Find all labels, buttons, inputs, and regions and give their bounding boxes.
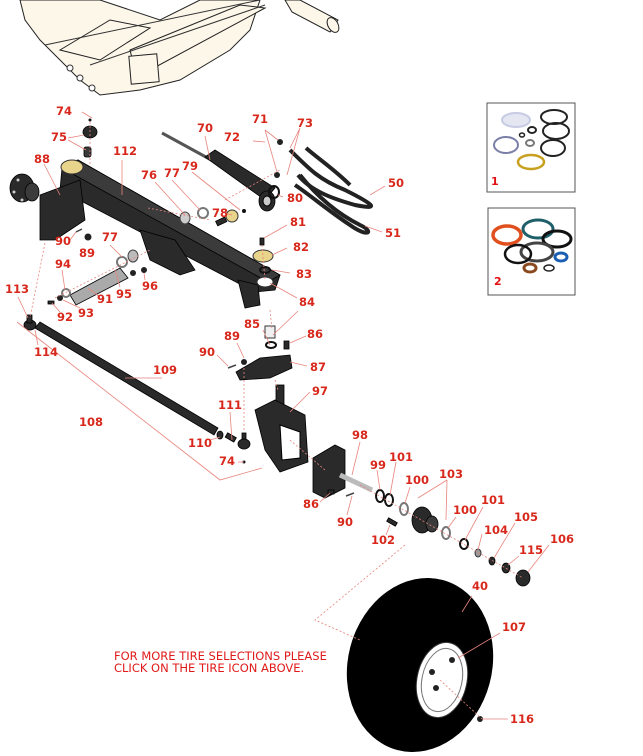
tire[interactable] [328,561,513,756]
callout-97[interactable]: 97 [312,384,328,398]
callout-103[interactable]: 103 [439,467,463,481]
callout-98[interactable]: 98 [352,428,368,442]
tire-note-line-2: CLICK ON THE TIRE ICON ABOVE. [114,661,305,675]
callout-81[interactable]: 81 [290,215,306,229]
callout-104[interactable]: 104 [484,523,508,537]
callout-89-lower[interactable]: 89 [224,329,240,343]
callouts: 74 75 88 112 70 71 72 73 76 77 79 78 80 … [5,104,574,726]
callout-86[interactable]: 86 [307,327,323,341]
callout-115[interactable]: 115 [519,543,543,557]
chassis-frame [19,0,340,96]
callout-77[interactable]: 77 [164,166,180,180]
callout-80[interactable]: 80 [287,191,303,205]
callout-108[interactable]: 108 [79,415,103,429]
callout-89[interactable]: 89 [79,246,95,260]
callout-83[interactable]: 83 [296,267,312,281]
callout-82[interactable]: 82 [293,240,309,254]
callout-84[interactable]: 84 [299,295,315,309]
callout-106[interactable]: 106 [550,532,574,546]
callout-90-bottom[interactable]: 90 [337,515,353,529]
callout-74[interactable]: 74 [56,104,72,118]
seal-kit-1-number: 1 [491,175,499,188]
callout-88[interactable]: 88 [34,152,50,166]
callout-75[interactable]: 75 [51,130,67,144]
callout-100[interactable]: 100 [405,473,429,487]
callout-113[interactable]: 113 [5,282,29,296]
callout-87[interactable]: 87 [310,360,326,374]
tie-rod[interactable] [23,314,251,464]
callout-111[interactable]: 111 [218,398,242,412]
callout-77-lower[interactable]: 77 [102,230,118,244]
tire-selection-note[interactable]: FOR MORE TIRE SELECTIONS PLEASE CLICK ON… [114,650,327,674]
leader-lines [16,111,550,720]
callout-105[interactable]: 105 [514,510,538,524]
callout-72[interactable]: 72 [224,130,240,144]
hydraulic-cylinder[interactable] [161,131,280,227]
callout-101-lower[interactable]: 101 [481,493,505,507]
callout-112[interactable]: 112 [113,144,137,158]
hydraulic-hoses[interactable] [274,139,373,235]
callout-99[interactable]: 99 [370,458,386,472]
kingpin-parts[interactable] [252,237,274,274]
callout-90[interactable]: 90 [55,234,71,248]
seal-kit-2-thumbnail[interactable]: 2 [487,207,576,296]
callout-86-lower[interactable]: 86 [303,497,319,511]
callout-95[interactable]: 95 [116,287,132,301]
spindle-knuckle[interactable] [254,384,309,473]
callout-116[interactable]: 116 [510,712,534,726]
seal-kit-1-thumbnail[interactable]: 1 [486,102,576,193]
tire-note-line-1: FOR MORE TIRE SELECTIONS PLEASE [114,649,327,663]
callout-102[interactable]: 102 [371,533,395,547]
callout-114[interactable]: 114 [34,345,58,359]
callout-90-lower[interactable]: 90 [199,345,215,359]
callout-92[interactable]: 92 [57,310,73,324]
axle-beam[interactable] [39,159,281,309]
left-hub[interactable] [9,173,40,203]
callout-74-lower[interactable]: 74 [219,454,235,468]
callout-85[interactable]: 85 [244,317,260,331]
callout-96[interactable]: 96 [142,279,158,293]
callout-71[interactable]: 71 [252,112,268,126]
steering-arm[interactable] [227,325,293,381]
callout-40[interactable]: 40 [472,579,488,593]
callout-110[interactable]: 110 [188,436,212,450]
callout-94[interactable]: 94 [55,257,71,271]
callout-101[interactable]: 101 [389,450,413,464]
callout-78[interactable]: 78 [212,206,228,220]
callout-73[interactable]: 73 [297,116,313,130]
callout-91[interactable]: 91 [97,292,113,306]
callout-107[interactable]: 107 [502,620,526,634]
callout-70[interactable]: 70 [197,121,213,135]
callout-109[interactable]: 109 [153,363,177,377]
callout-79[interactable]: 79 [182,159,198,173]
callout-93[interactable]: 93 [78,306,94,320]
callout-100-lower[interactable]: 100 [453,503,477,517]
wheel-hub-parts[interactable] [375,489,531,587]
callout-51[interactable]: 51 [385,226,401,240]
spindle[interactable] [312,444,374,499]
callout-76[interactable]: 76 [141,168,157,182]
callout-50[interactable]: 50 [388,176,404,190]
seal-kit-2-number: 2 [494,275,502,288]
